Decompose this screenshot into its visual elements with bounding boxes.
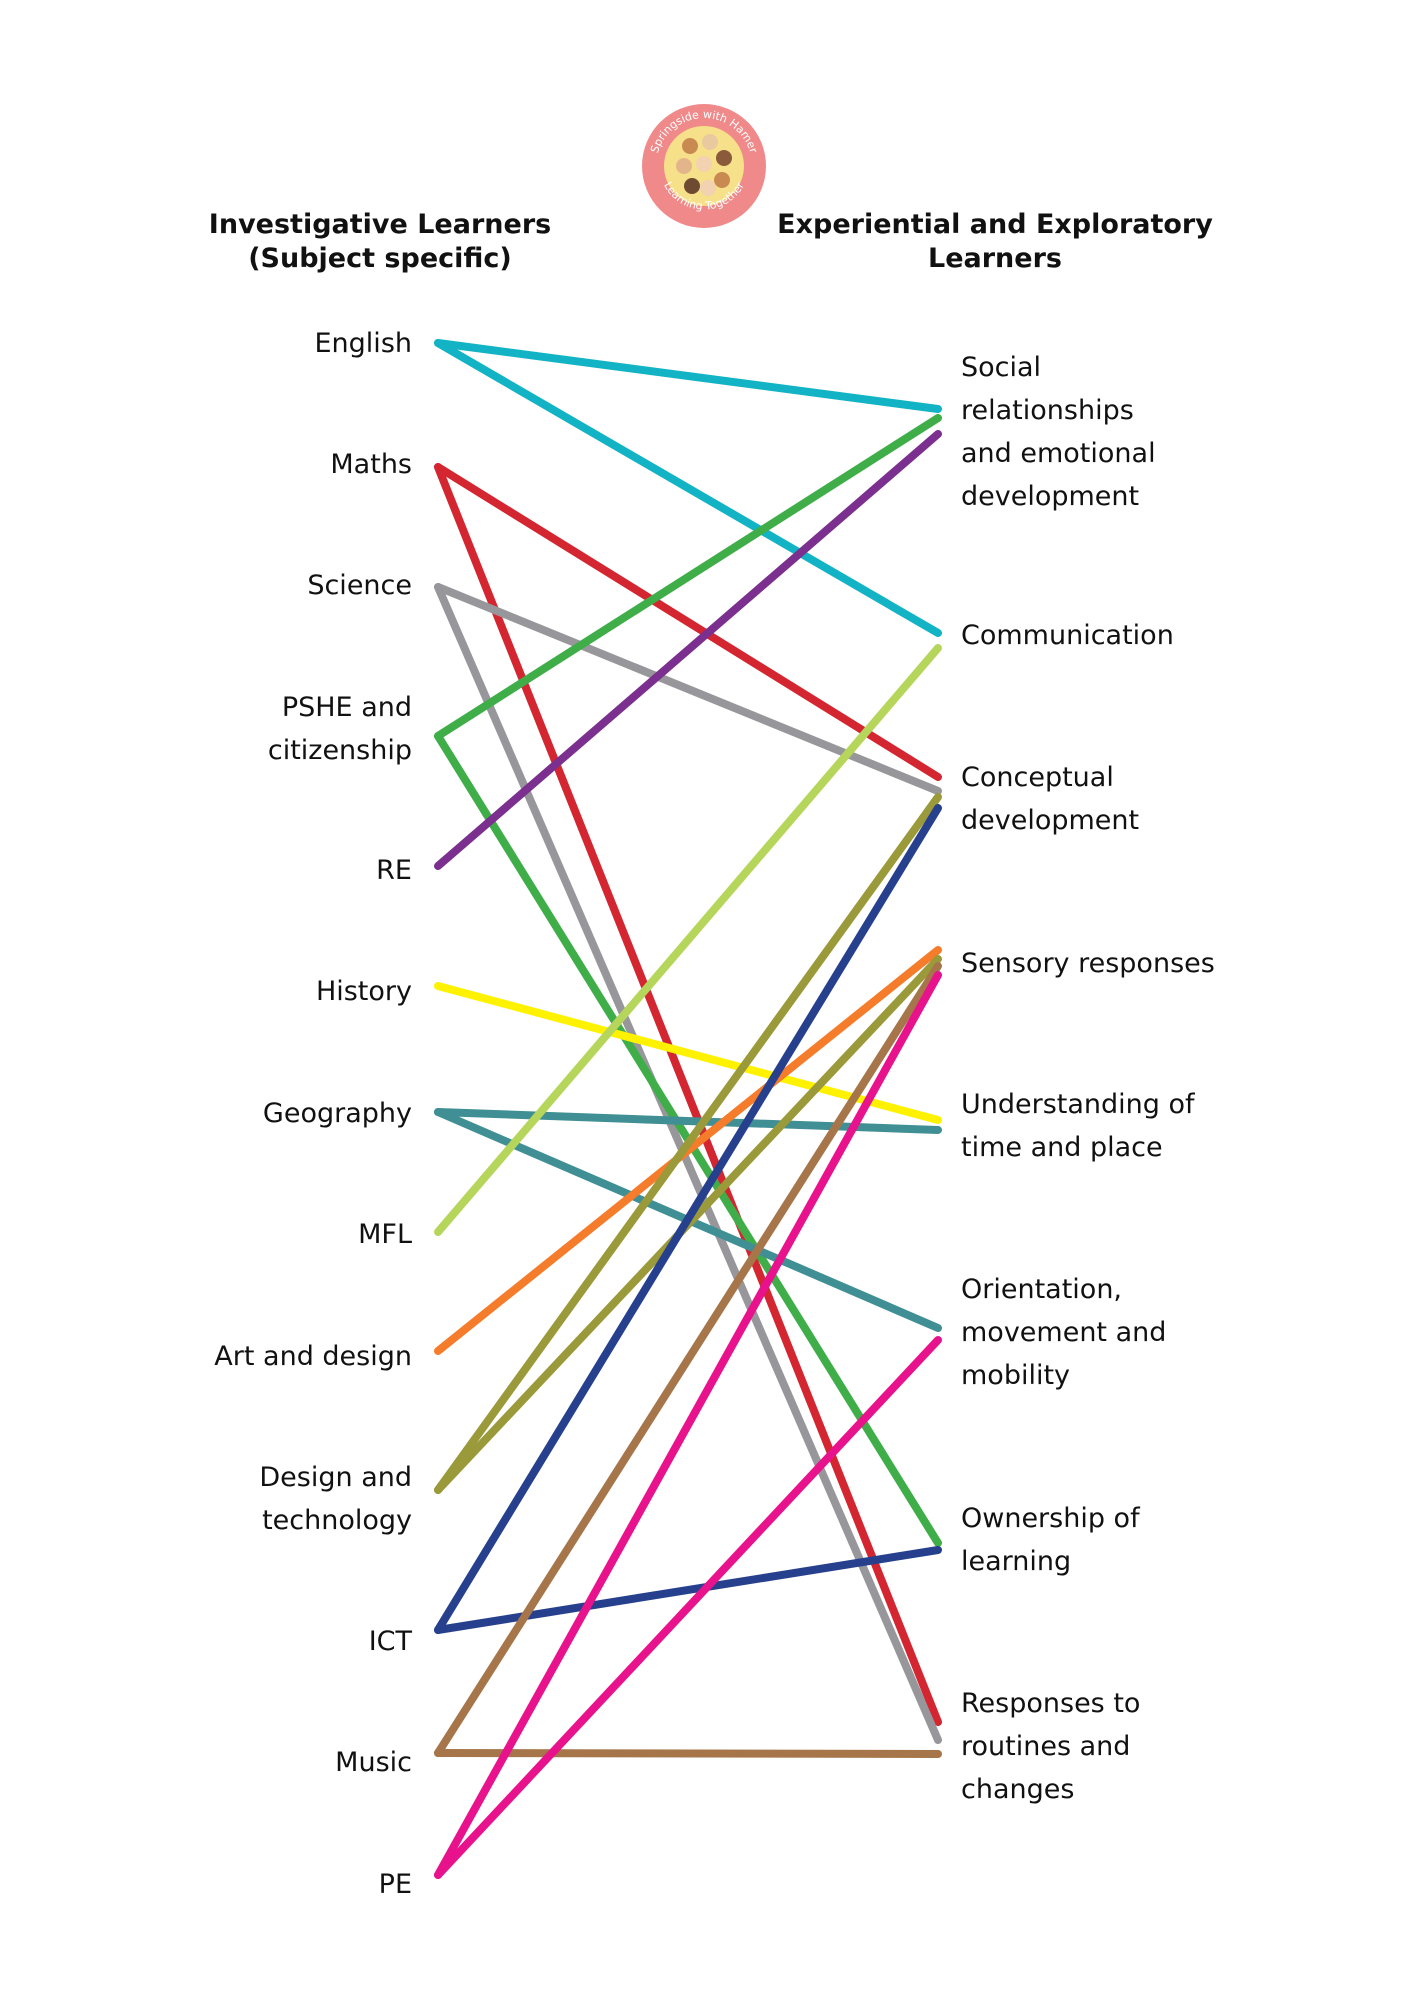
area-label-conceptual: Conceptual development: [961, 762, 1140, 836]
link-ict-conceptual: [434, 804, 942, 1634]
subject-label-re: RE: [376, 855, 412, 886]
area-label-orientation: Orientation, movement and mobility: [961, 1274, 1167, 1391]
link-english-social: [434, 339, 942, 413]
link-science-routines: [434, 583, 942, 1744]
link-re-social: [434, 430, 942, 870]
subject-label-ict: ICT: [368, 1626, 412, 1657]
link-science-conceptual: [434, 583, 942, 795]
subject-label-geography: Geography: [262, 1098, 412, 1129]
area-label-routines: Responses to routines and changes: [961, 1688, 1141, 1805]
link-dt-conceptual: [434, 793, 942, 1494]
subject-label-science: Science: [307, 570, 412, 601]
link-pe-orientation: [434, 1336, 942, 1879]
area-label-time: Understanding of time and place: [961, 1089, 1195, 1163]
school-logo: Springside with Hamer Learning Together: [642, 104, 766, 228]
link-art-sensory: [434, 946, 942, 1355]
link-mfl-communication: [434, 644, 942, 1236]
subject-label-english: English: [314, 328, 413, 359]
link-maths-conceptual: [434, 463, 942, 781]
subject-label-mfl: MFL: [358, 1219, 412, 1250]
subject-label-dt: Design and technology: [259, 1462, 412, 1536]
area-label-social: Social relationships and emotional devel…: [961, 352, 1156, 512]
link-music-routines: [434, 1749, 942, 1758]
area-label-ownership: Ownership of learning: [961, 1503, 1140, 1577]
subject-label-maths: Maths: [330, 449, 412, 480]
link-pe-sensory: [434, 971, 942, 1879]
area-label-sensory: Sensory responses: [961, 948, 1215, 979]
experiential-learners-heading: Experiential and Exploratory Learners: [777, 209, 1213, 274]
subject-label-art: Art and design: [214, 1341, 412, 1372]
link-ict-ownership: [434, 1546, 942, 1634]
link-english-communication: [434, 339, 942, 637]
area-label-communication: Communication: [961, 620, 1174, 651]
logo-faces-icon: [676, 134, 732, 196]
investigative-learners-heading: Investigative Learners (Subject specific…: [208, 209, 552, 274]
subject-label-pshe: PSHE and citizenship: [267, 692, 412, 766]
subject-label-history: History: [315, 976, 412, 1007]
link-pshe-social: [434, 414, 942, 740]
link-music-sensory: [434, 962, 942, 1757]
subject-label-music: Music: [335, 1747, 412, 1778]
subject-label-pe: PE: [378, 1869, 412, 1900]
link-maths-routines: [434, 463, 942, 1726]
